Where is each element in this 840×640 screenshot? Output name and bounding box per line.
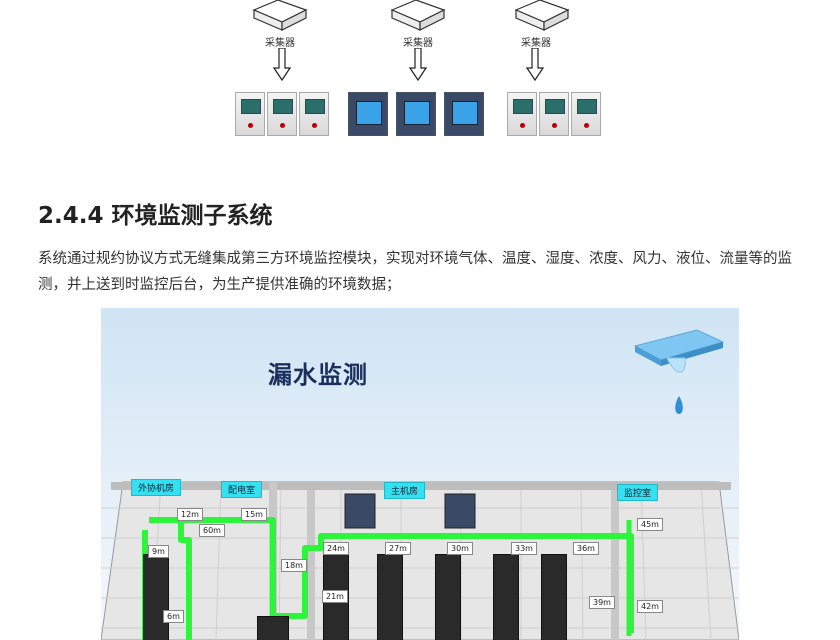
distance-label: 27m	[385, 542, 411, 555]
meter-device-icon	[571, 92, 601, 136]
distance-label: 9m	[148, 545, 169, 558]
room-label: 监控室	[617, 484, 659, 501]
collector-label: 采集器	[265, 38, 295, 49]
room-label: 外协机房	[131, 479, 182, 496]
leak-monitoring-illustration: 漏水监测	[101, 308, 739, 640]
distance-label: 12m	[177, 508, 203, 521]
distance-label: 6m	[163, 610, 184, 623]
arrow-down-icon	[526, 48, 544, 82]
distance-label: 36m	[573, 542, 599, 555]
distance-label: 18m	[281, 559, 307, 572]
room-label: 主机房	[384, 482, 426, 499]
distance-label: 15m	[241, 508, 267, 521]
meter-device-icon	[444, 92, 484, 136]
meter-device-icon	[235, 92, 265, 136]
distance-label: 33m	[511, 542, 537, 555]
distance-label: 21m	[322, 590, 348, 603]
server-cabinet	[377, 554, 403, 640]
collector-device-icon	[390, 0, 446, 31]
server-cabinet	[493, 554, 519, 640]
distance-label: 24m	[323, 542, 349, 555]
distance-label: 60m	[199, 524, 225, 537]
water-drip-icon	[633, 329, 725, 414]
meter-device-icon	[299, 92, 329, 136]
meter-device-icon	[396, 92, 436, 136]
arrow-down-icon	[409, 48, 427, 82]
server-cabinet	[435, 554, 461, 640]
collector-device-icon	[252, 0, 308, 31]
distance-label: 42m	[637, 600, 663, 613]
server-cabinet	[257, 616, 289, 640]
collector-label: 采集器	[403, 38, 433, 49]
illustration-title: 漏水监测	[268, 360, 368, 389]
distance-label: 45m	[637, 518, 663, 531]
server-cabinet	[541, 554, 567, 640]
distance-label: 30m	[447, 542, 473, 555]
section-heading: 2.4.4 环境监测子系统	[38, 203, 273, 229]
meter-device-icon	[507, 92, 537, 136]
collector-label: 采集器	[521, 38, 551, 49]
collector-device-icon	[514, 0, 570, 31]
meter-device-icon	[348, 92, 388, 136]
server-cabinet	[143, 554, 169, 640]
meter-device-icon	[539, 92, 569, 136]
section-paragraph: 系统通过规约协议方式无缝集成第三方环境监控模块，实现对环境气体、温度、湿度、浓度…	[38, 251, 792, 293]
distance-label: 39m	[589, 596, 615, 609]
arrow-down-icon	[273, 48, 291, 82]
room-label: 配电室	[221, 481, 263, 498]
meter-device-icon	[267, 92, 297, 136]
